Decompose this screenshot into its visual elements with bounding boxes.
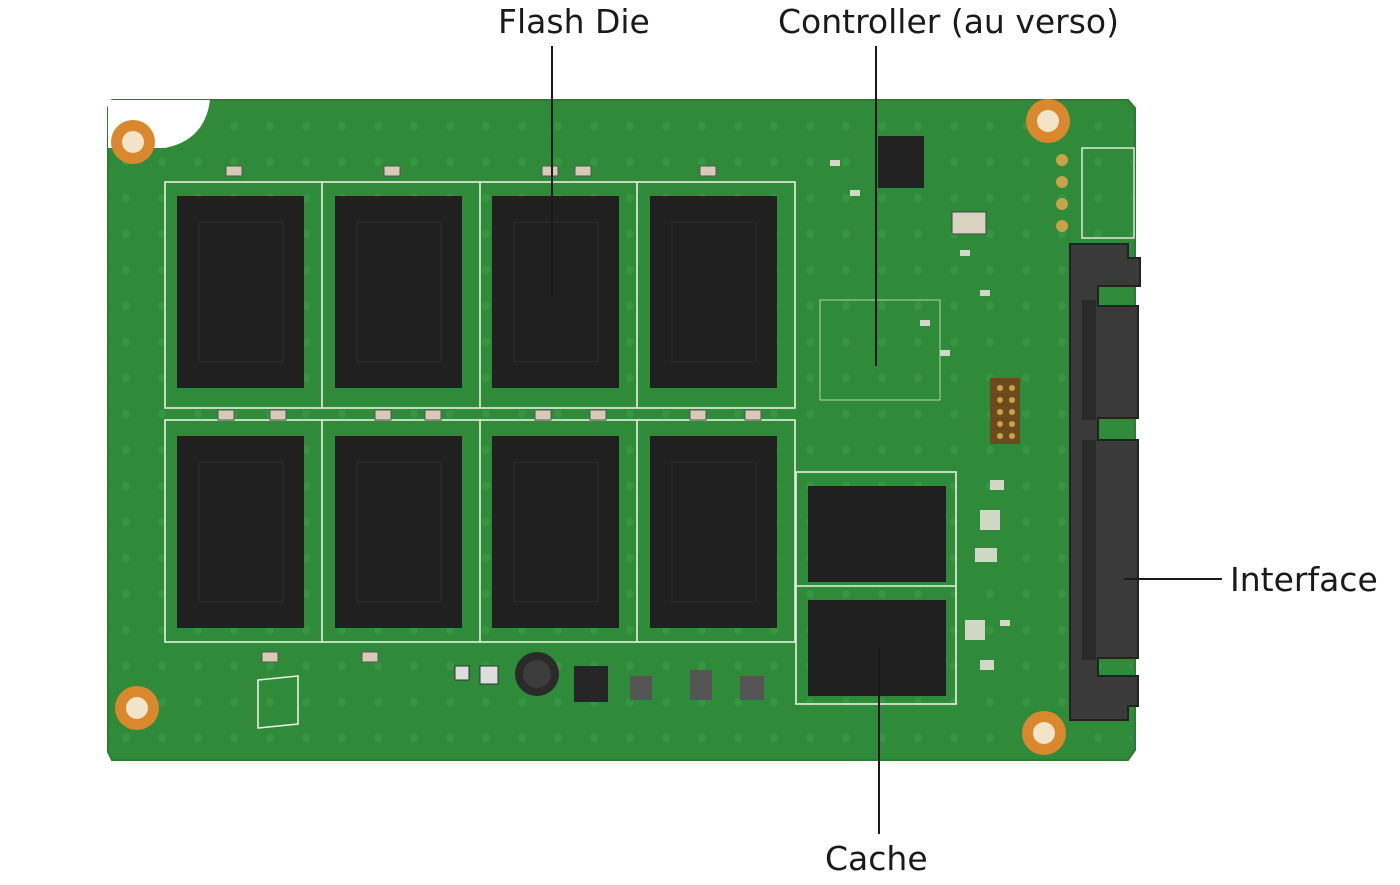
capacitor [589, 409, 607, 421]
flash-die-outline [513, 221, 599, 363]
header-pins [1056, 147, 1135, 239]
capacitor [217, 409, 235, 421]
label-interface: Interface [1230, 560, 1378, 599]
mount-hole-bottom-right [1022, 711, 1066, 755]
flash-chip [492, 196, 619, 388]
flash-chip [335, 436, 462, 628]
capacitor [534, 409, 552, 421]
leader-lines [551, 46, 1222, 834]
mount-hole-top-left [111, 120, 155, 164]
capacitor [261, 651, 279, 663]
capacitor-group [217, 165, 762, 663]
cache-chip [808, 600, 946, 696]
label-flash-die: Flash Die [498, 2, 650, 41]
flash-die-outline [198, 461, 284, 603]
capacitor [269, 409, 287, 421]
flash-die-outline [198, 221, 284, 363]
capacitor [574, 165, 592, 177]
controller-area [819, 136, 1020, 670]
cache-chip [808, 486, 946, 582]
flash-silkscreen-grid [164, 181, 957, 705]
capacitor [225, 165, 243, 177]
mount-hole-bottom-left [115, 686, 159, 730]
cache-chip-group [808, 486, 946, 696]
capacitor [699, 165, 717, 177]
mount-hole-top-right [1026, 99, 1070, 143]
label-controller: Controller (au verso) [778, 2, 1119, 41]
capacitor [424, 409, 442, 421]
capacitor [541, 165, 559, 177]
flash-chip [650, 436, 777, 628]
capacitor [689, 409, 707, 421]
capacitor [383, 165, 401, 177]
capacitor [374, 409, 392, 421]
label-cache: Cache [825, 839, 928, 878]
flash-die-outline [671, 221, 757, 363]
flash-die-outline [513, 461, 599, 603]
power-components [257, 652, 764, 729]
flash-chip [492, 436, 619, 628]
flash-chip [650, 196, 777, 388]
capacitor [744, 409, 762, 421]
flash-die-outline [671, 461, 757, 603]
flash-chip [177, 196, 304, 388]
flash-die-outline [356, 221, 442, 363]
flash-die-outline [356, 461, 442, 603]
flash-chip [177, 436, 304, 628]
sata-connector [1069, 243, 1141, 721]
flash-chip [335, 196, 462, 388]
flash-chip-group [177, 196, 777, 628]
capacitor [361, 651, 379, 663]
